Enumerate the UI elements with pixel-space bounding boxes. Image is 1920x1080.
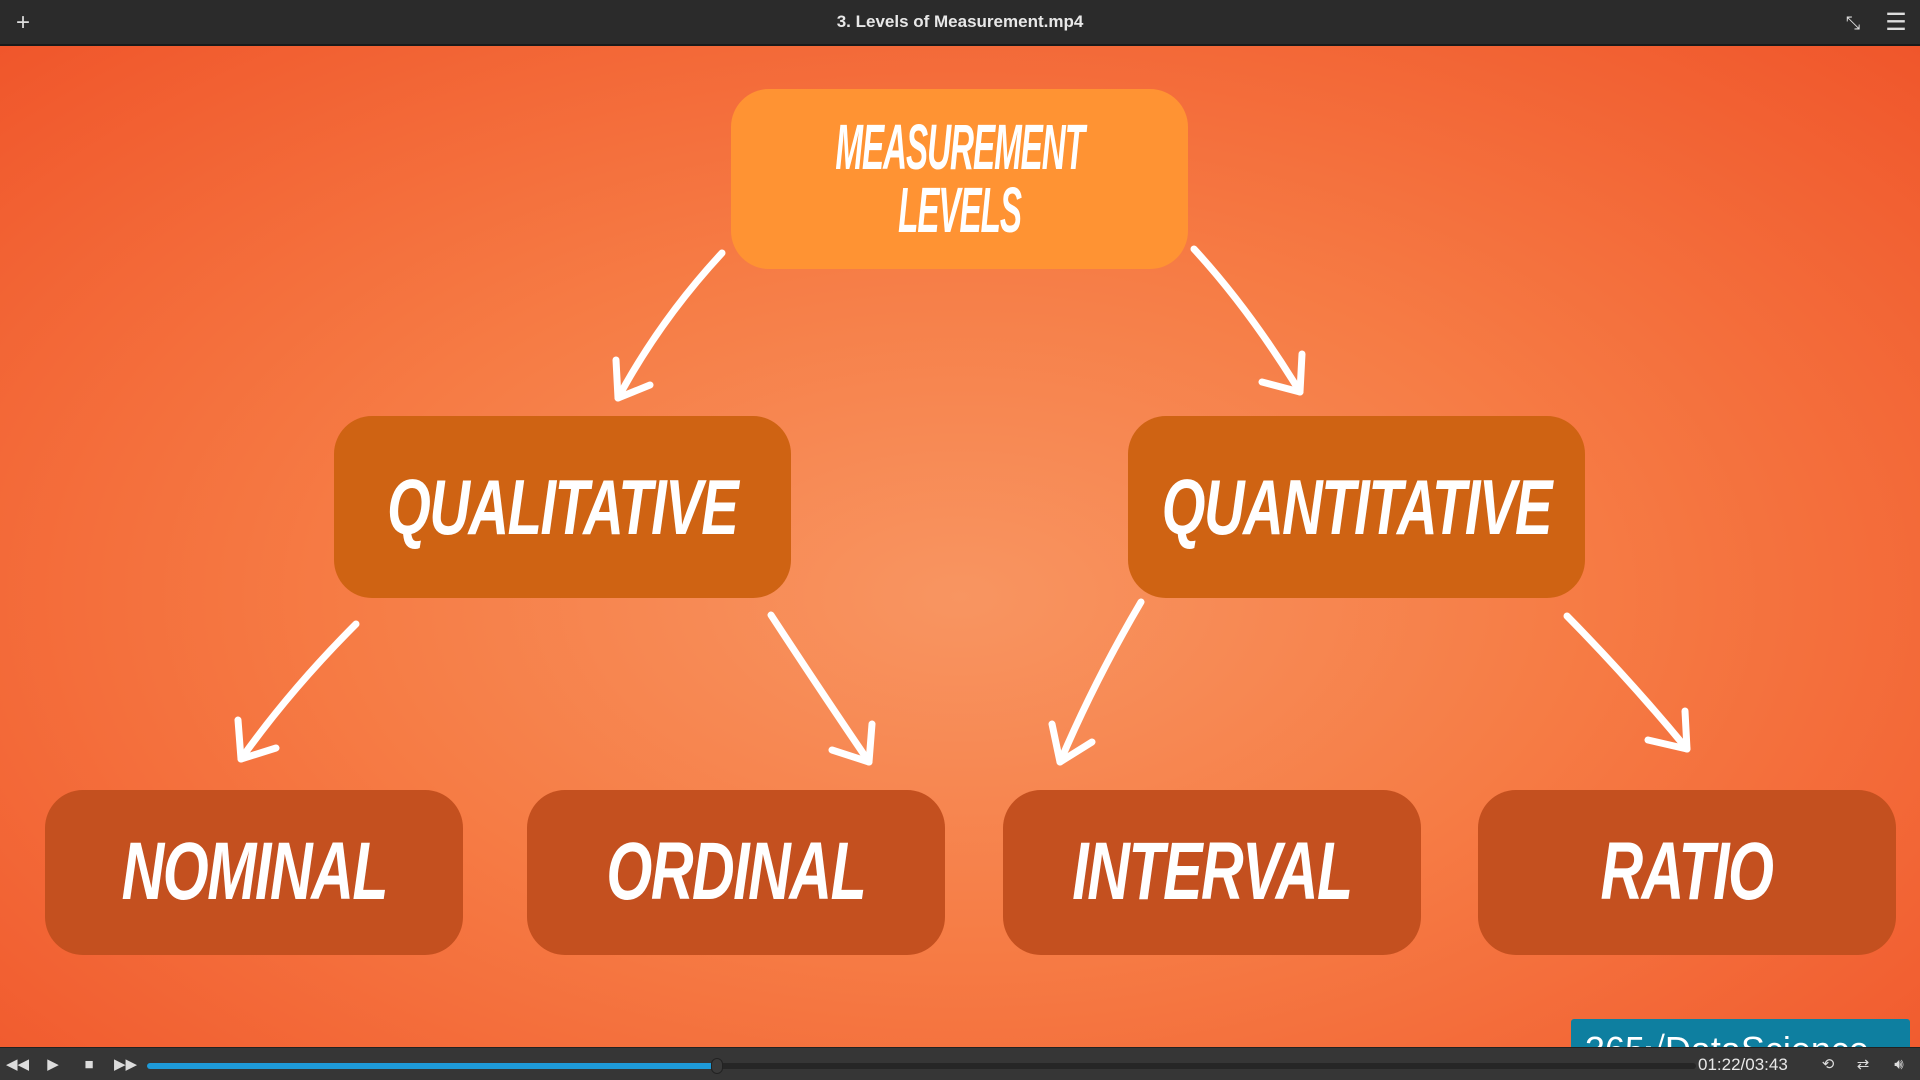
loop-icon[interactable]: ⟲ [1821, 1056, 1835, 1073]
shuffle-icon[interactable]: ⇄ [1856, 1056, 1870, 1073]
interval-box: INTERVAL [1003, 790, 1421, 955]
seek-bar[interactable] [147, 1058, 1696, 1074]
unfullscreen-icon[interactable]: ⤡ [1845, 13, 1861, 33]
arrow-icon [234, 620, 360, 763]
volume-icon[interactable]: 🔊︎ [1894, 1056, 1904, 1073]
logo: 365√DataScience [1571, 1019, 1910, 1047]
player-controls: ◀◀ ▶ ■ ▶▶ 01:22/03:43 ⟲ ⇄ 🔊︎ [0, 1047, 1920, 1080]
seek-handle[interactable] [711, 1058, 724, 1074]
arrow-icon [1563, 612, 1691, 753]
menu-icon[interactable]: ☰ [1885, 9, 1907, 36]
title-bar: + 3. Levels of Measurement.mp4 ⤡ ☰ [0, 0, 1920, 46]
arrow-icon [767, 611, 876, 766]
play-icon[interactable]: ▶ [47, 1056, 59, 1073]
window-title: 3. Levels of Measurement.mp4 [836, 12, 1084, 31]
ordinal-box: ORDINAL [527, 790, 945, 955]
arrow-icon [612, 249, 726, 402]
ratio-box: RATIO [1478, 790, 1896, 955]
fast-forward-icon[interactable]: ▶▶ [114, 1056, 138, 1073]
seek-progress [147, 1063, 718, 1069]
stop-icon[interactable]: ■ [84, 1056, 94, 1073]
qualitative-box: QUALITATIVE [334, 416, 791, 598]
time-display: 01:22/03:43 [1698, 1055, 1788, 1074]
quantitative-box: QUANTITATIVE [1128, 416, 1585, 598]
nominal-box: NOMINAL [45, 790, 463, 955]
plus-icon[interactable]: + [15, 9, 30, 36]
arrow-icon [1190, 245, 1306, 396]
arrow-icon [1048, 598, 1145, 766]
rewind-icon[interactable]: ◀◀ [6, 1056, 30, 1073]
arrows [234, 245, 1691, 766]
